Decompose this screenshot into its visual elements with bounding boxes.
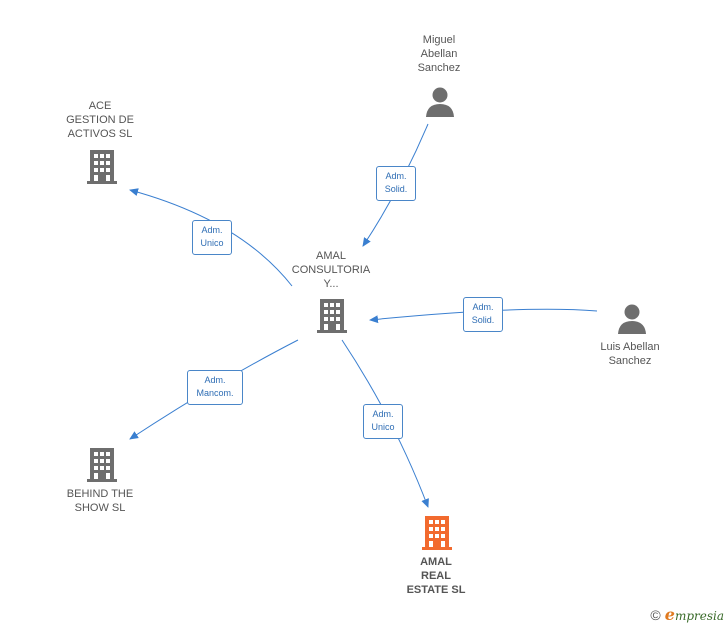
node-label: BEHIND THE SHOW SL (66, 488, 134, 514)
edge-label-amal-behind[interactable]: Adm. Mancom. (187, 370, 243, 405)
node-miguel-abellan-sanchez[interactable]: Miguel Abellan Sanchez (398, 33, 480, 75)
node-label: ACE GESTION DE ACTIVOS SL (66, 100, 134, 140)
building-icon[interactable] (86, 150, 118, 184)
node-behind-the-show[interactable]: BEHIND THE SHOW SL (55, 487, 145, 515)
brand-rest: mpresia (674, 609, 724, 623)
node-label: AMAL CONSULTORIA Y... (291, 250, 371, 290)
edge-label-amal-real[interactable]: Adm. Unico (363, 404, 403, 439)
node-label: Miguel Abellan Sanchez (417, 34, 461, 74)
node-luis-abellan-sanchez[interactable]: Luis Abellan Sanchez (582, 340, 678, 368)
person-icon[interactable] (617, 303, 647, 335)
node-ace-gestion-de-activos[interactable]: ACE GESTION DE ACTIVOS SL (55, 99, 145, 141)
node-amal-real-estate[interactable]: AMAL REAL ESTATE SL (390, 555, 482, 597)
edge-label-amal-ace[interactable]: Adm. Unico (192, 220, 232, 255)
building-icon[interactable] (316, 299, 348, 333)
node-amal-consultoria[interactable]: AMAL CONSULTORIA Y... (280, 249, 382, 291)
empresia-logo: ©empresia (650, 605, 724, 624)
copyright-symbol: © (650, 607, 661, 623)
edge-label-miguel-amal[interactable]: Adm. Solid. (376, 166, 416, 201)
building-icon[interactable] (86, 448, 118, 482)
edge-label-luis-amal[interactable]: Adm. Solid. (463, 297, 503, 332)
node-label: AMAL REAL ESTATE SL (406, 556, 466, 596)
node-label: Luis Abellan Sanchez (600, 341, 660, 367)
building-icon[interactable] (421, 516, 453, 550)
brand-e: e (664, 605, 675, 624)
person-icon[interactable] (425, 86, 455, 118)
